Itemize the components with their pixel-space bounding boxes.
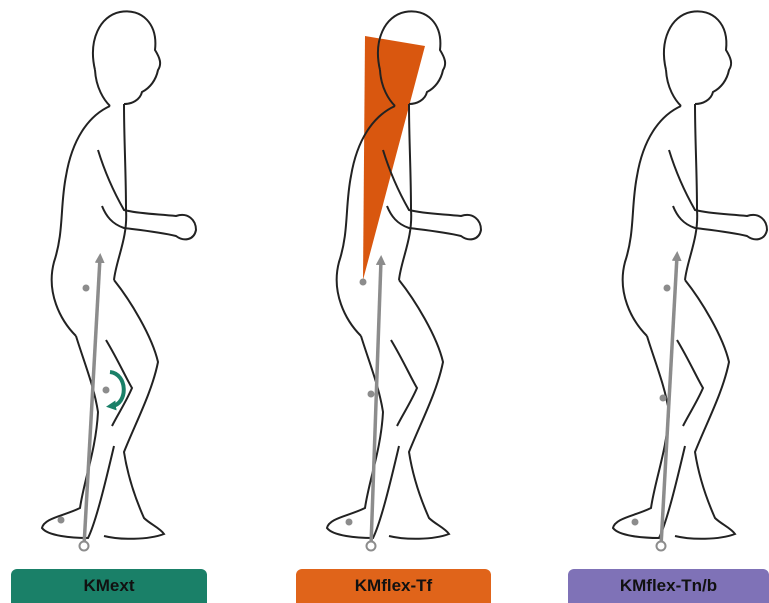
trunk-wedge [363, 36, 425, 280]
label-kmext-text: KMext [83, 576, 134, 596]
hip-marker [664, 285, 671, 292]
ankle-marker [346, 519, 353, 526]
center-of-pressure [80, 542, 89, 551]
label-kmflex-tf: KMflex-Tf [296, 569, 491, 603]
center-of-pressure [657, 542, 666, 551]
hip-marker [83, 285, 90, 292]
panel-kmflex-tf [327, 11, 481, 550]
label-kmext: KMext [11, 569, 207, 603]
label-kmflex-tf-text: KMflex-Tf [355, 576, 432, 596]
knee-marker [103, 387, 110, 394]
label-kmflex-tnb: KMflex-Tn/b [568, 569, 769, 603]
child-figure-3 [613, 11, 767, 538]
knee-marker [368, 391, 375, 398]
panel-kmflex-tnb [613, 11, 767, 550]
ankle-marker [58, 517, 65, 524]
hip-marker [360, 279, 367, 286]
panel-kmext [42, 11, 196, 550]
knee-moment-arrow-icon [110, 372, 124, 406]
child-figure-1 [42, 11, 196, 538]
knee-marker [660, 395, 667, 402]
ground-reaction-arrow [84, 258, 100, 546]
ground-reaction-arrow [371, 260, 381, 546]
center-of-pressure [367, 542, 376, 551]
label-kmflex-tnb-text: KMflex-Tn/b [620, 576, 717, 596]
ankle-marker [632, 519, 639, 526]
